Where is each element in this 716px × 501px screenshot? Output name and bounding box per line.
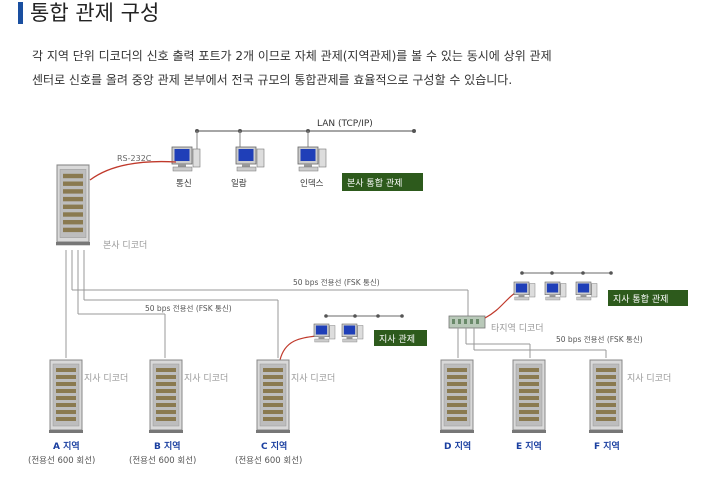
branch-control-cable (279, 335, 317, 361)
line-label-mid: 50 bps 전용선 (FSK 통신) (145, 303, 232, 313)
title-accent-bar (18, 2, 23, 24)
region-b-rack-icon (148, 359, 184, 434)
line-label-top: 50 bps 전용선 (FSK 통신) (293, 277, 380, 287)
region-name-e: E 지역 (516, 440, 542, 452)
hq-pc-label-1: 일람 (231, 179, 247, 189)
lan-label: LAN (TCP/IP) (317, 119, 373, 129)
region-f-rack-icon (588, 359, 624, 434)
branch-integrated-pc-2-icon (544, 281, 567, 301)
branch-decoder-label-c: 지사 디코더 (291, 373, 335, 384)
hq-pc-label-0: 통신 (176, 179, 192, 189)
hq-pc-summary-icon (235, 146, 265, 172)
branch-integrated-cable (484, 292, 516, 319)
right-dedicated-lines (457, 328, 607, 358)
branch-decoder-label-f: 지사 디코더 (627, 373, 671, 384)
branch-decoder-label-b: 지사 디코더 (184, 373, 228, 384)
branch-integrated-pc-3-icon (575, 281, 598, 301)
hq-decoder-label: 본사 디코더 (103, 240, 147, 251)
region-name-f: F 지역 (594, 440, 620, 452)
branch-integrated-label: 지사 통합 관제 (613, 294, 668, 305)
region-e-rack-icon (511, 359, 547, 434)
region-c-rack-icon (255, 359, 291, 434)
line-label-right: 50 bps 전용선 (FSK 통신) (556, 334, 643, 344)
hq-lan-line (195, 129, 416, 150)
other-region-decoder-label: 타지역 디코더 (491, 323, 544, 334)
branch-control-box (374, 330, 427, 346)
branch-control-pc-2-icon (341, 323, 364, 343)
branch-integrated-box (608, 290, 688, 306)
branch-control-label: 지사 관제 (379, 334, 415, 345)
rs232-label: RS-232C (117, 154, 152, 163)
region-d-rack-icon (439, 359, 475, 434)
branch-control-pc-1-icon (313, 323, 336, 343)
hq-pc-comm-icon (171, 146, 201, 172)
branch-control-lan (324, 314, 404, 318)
branch-decoder-label-a: 지사 디코더 (84, 373, 128, 384)
region-sub-a: (전용선 600 회선) (28, 455, 95, 466)
region-name-a: A 지역 (53, 440, 80, 452)
description-line-2: 센터로 신호를 올려 중앙 관제 본부에서 전국 규모의 통합관제를 효율적으로… (32, 73, 513, 87)
page-title: 통합 관제 구성 (30, 1, 160, 25)
region-sub-c: (전용선 600 회선) (235, 455, 302, 466)
hq-pc-index-icon (297, 146, 327, 172)
dedicated-lines (65, 250, 469, 358)
region-name-b: B 지역 (154, 440, 181, 452)
branch-integrated-lan (520, 271, 613, 275)
region-name-d: D 지역 (444, 440, 471, 452)
hq-decoder-rack-icon (55, 164, 91, 246)
region-sub-b: (전용선 600 회선) (129, 455, 196, 466)
rs232-cable (89, 160, 177, 181)
region-name-c: C 지역 (261, 440, 287, 452)
region-a-rack-icon (48, 359, 84, 434)
description-line-1: 각 지역 단위 디코더의 신호 출력 포트가 2개 이므로 자체 관제(지역관제… (32, 49, 552, 63)
hq-control-label: 본사 통합 관제 (347, 178, 402, 189)
hq-pc-label-2: 인덱스 (300, 178, 324, 189)
branch-integrated-pc-1-icon (513, 281, 536, 301)
hq-control-box (342, 173, 423, 191)
